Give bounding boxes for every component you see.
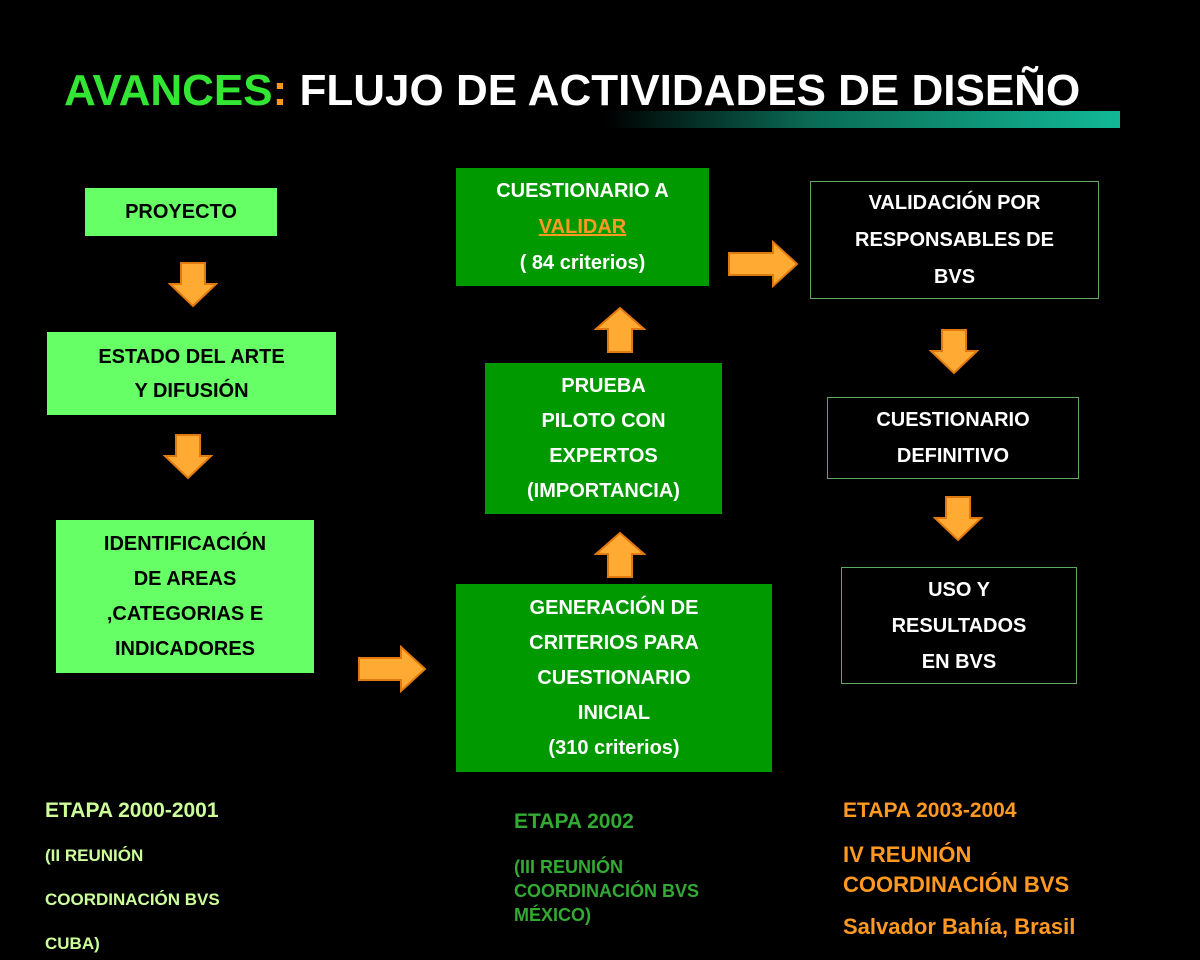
stage-2002-line-3: MÉXICO) [514,905,592,925]
title-part-avances: AVANCES [64,66,273,115]
box-identificacion-line-3: ,CATEGORIAS E [106,602,264,625]
box-uso-line-3: EN BVS [921,650,997,673]
box-identificacion: IDENTIFICACIÓN DE AREAS ,CATEGORIAS E IN… [56,520,314,673]
box-estado-line-1: ESTADO DEL ARTE [98,345,285,368]
box-prueba-line-1: PRUEBA [561,374,646,397]
box-definitivo-line-1: CUESTIONARIO [876,409,1030,431]
box-cuestionario-validar-link: VALIDAR [538,216,627,238]
stage-2000-2001: ETAPA 2000-2001 (II REUNIÓN COORDINACIÓN… [45,797,220,958]
stage-2000-2001-line-1: (II REUNIÓN [45,846,144,865]
box-generacion-line-1: GENERACIÓN DE [529,596,699,619]
arrow-up-icon [594,531,646,578]
stage-2003-2004: ETAPA 2003-2004 IV REUNIÓN COORDINACIÓN … [843,797,1075,942]
arrow-right-icon [728,240,799,288]
box-generacion-line-2: CRITERIOS PARA [529,631,699,654]
box-validacion-line-3: BVS [933,265,976,288]
box-estado-del-arte: ESTADO DEL ARTE Y DIFUSIÓN [47,332,336,415]
box-prueba-line-2: PILOTO CON [541,409,666,432]
box-validacion: VALIDACIÓN POR RESPONSABLES DE BVS [810,181,1099,299]
stage-2000-2001-heading: ETAPA 2000-2001 [45,799,219,822]
box-identificacion-line-1: IDENTIFICACIÓN [103,532,267,555]
stage-2002-heading: ETAPA 2002 [514,810,634,833]
page-title: AVANCES: FLUJO DE ACTIVIDADES DE DISEÑO [64,66,1080,116]
box-cuestionario-validar: CUESTIONARIO A VALIDAR ( 84 criterios) [456,168,709,286]
stage-2003-2004-line-2: COORDINACIÓN BVS [843,872,1070,897]
box-cuestionario-validar-line-3: ( 84 criterios) [519,252,646,274]
box-proyecto: PROYECTO [85,188,277,236]
title-colon: : [272,66,288,115]
box-identificacion-line-2: DE AREAS [133,567,237,590]
arrow-down-icon [168,262,218,308]
box-uso-resultados: USO Y RESULTADOS EN BVS [841,567,1077,684]
stage-2003-2004-line-3: Salvador Bahía, Brasil [843,914,1076,939]
box-identificacion-line-4: INDICADORES [114,637,255,660]
box-definitivo-line-2: DEFINITIVO [896,445,1010,467]
stage-2003-2004-line-1: IV REUNIÓN [843,842,972,867]
stage-2002-line-1: (III REUNIÓN [514,857,624,877]
arrow-down-icon [929,329,979,375]
stage-2002-line-2: COORDINACIÓN BVS [514,881,700,901]
box-generacion-line-3: CUESTIONARIO [537,666,691,689]
arrow-down-icon [163,434,213,480]
box-validacion-line-1: VALIDACIÓN POR [868,191,1041,214]
box-prueba-piloto: PRUEBA PILOTO CON EXPERTOS (IMPORTANCIA) [485,363,722,514]
box-prueba-line-4: (IMPORTANCIA) [527,479,680,502]
box-estado-line-2: Y DIFUSIÓN [134,379,249,402]
arrow-right-icon [358,645,427,693]
stage-2000-2001-line-2: COORDINACIÓN BVS [45,890,220,909]
box-validacion-line-2: RESPONSABLES DE [855,228,1054,251]
box-proyecto-line: PROYECTO [125,201,237,223]
arrow-up-icon [594,306,646,353]
box-cuestionario-definitivo: CUESTIONARIO DEFINITIVO [827,397,1079,479]
stage-2000-2001-line-3: CUBA) [45,934,100,953]
box-generacion-line-5: (310 criterios) [548,736,680,759]
stage-2003-2004-heading: ETAPA 2003-2004 [843,799,1017,822]
box-generacion-line-4: INICIAL [577,701,651,724]
box-uso-line-1: USO Y [928,578,990,601]
box-uso-line-2: RESULTADOS [891,614,1027,637]
box-generacion-criterios: GENERACIÓN DE CRITERIOS PARA CUESTIONARI… [456,584,772,772]
box-cuestionario-validar-line-1: CUESTIONARIO A [496,180,669,202]
title-gradient-bar [605,111,1120,128]
box-prueba-line-3: EXPERTOS [549,444,658,467]
stage-2002: ETAPA 2002 (III REUNIÓN COORDINACIÓN BVS… [514,808,699,927]
title-part-flujo: FLUJO DE ACTIVIDADES DE DISEÑO [287,66,1081,115]
arrow-down-icon [933,496,983,542]
